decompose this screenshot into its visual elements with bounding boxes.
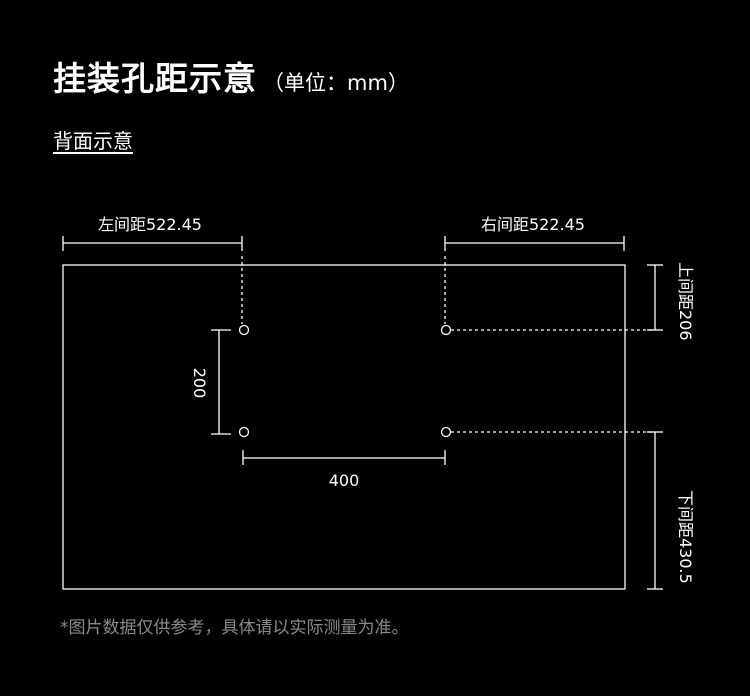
hole-bottom-left — [238, 426, 250, 438]
back-view-subtitle: 背面示意 — [53, 129, 133, 153]
top-margin-label: 上间距206 — [676, 262, 695, 341]
page-title: 挂装孔距示意 — [53, 59, 257, 98]
hole-top-right — [440, 324, 452, 336]
left-margin-dimension — [62, 236, 243, 251]
panel-outline — [62, 264, 626, 590]
disclaimer-footnote: *图片数据仅供参考，具体请以实际测量为准。 — [60, 618, 409, 638]
title-row: 挂装孔距示意 （单位：mm） — [53, 52, 409, 100]
hole-vertical-label: 200 — [190, 368, 209, 399]
hole-bottom-right — [440, 426, 452, 438]
hole-horizontal-label: 400 — [329, 471, 360, 490]
hole-horizontal-dimension — [242, 450, 446, 465]
right-margin-dimension — [444, 236, 625, 251]
bottom-margin-label: 下间距430.5 — [676, 490, 695, 584]
dashed-guides — [241, 256, 655, 433]
bottom-margin-dimension — [647, 431, 663, 590]
unit-label: （单位：mm） — [263, 71, 409, 95]
top-margin-dimension — [647, 264, 663, 331]
hole-top-left — [238, 324, 250, 336]
left-margin-label: 左间距522.45 — [98, 215, 202, 234]
hole-vertical-dimension — [211, 329, 231, 435]
right-margin-label: 右间距522.45 — [481, 215, 585, 234]
